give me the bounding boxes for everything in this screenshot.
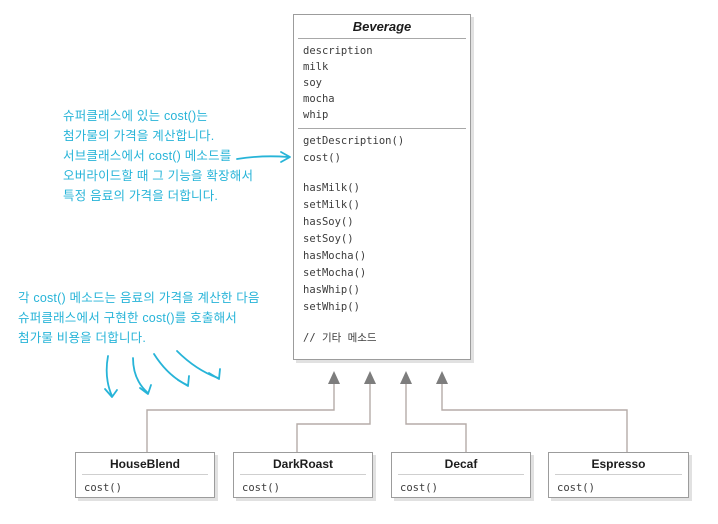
class-box-beverage: Beverage description milk soy mocha whip… bbox=[293, 14, 471, 360]
inheritance-arrowhead-icon bbox=[436, 371, 448, 384]
class-title: HouseBlend bbox=[109, 457, 180, 471]
uml-field: mocha bbox=[303, 93, 335, 105]
note-line: 첨가물 비용을 더합니다. bbox=[18, 331, 147, 345]
class-box-houseblend: HouseBlend cost() bbox=[75, 452, 215, 498]
cost-note-arrow bbox=[236, 155, 289, 160]
note-line: 특정 음료의 가격을 더합니다. bbox=[63, 189, 219, 203]
uml-method: hasMocha() bbox=[303, 250, 367, 262]
cost-note-arrowhead-icon bbox=[280, 151, 291, 163]
uml-field: soy bbox=[303, 77, 322, 89]
uml-method: cost() bbox=[557, 482, 595, 494]
note-line: 슈퍼클래스에 있는 cost()는 bbox=[63, 109, 209, 123]
uml-method: setSoy() bbox=[303, 233, 354, 245]
uml-method: hasWhip() bbox=[303, 284, 360, 296]
uml-method: setMilk() bbox=[303, 199, 360, 211]
note-line: 슈퍼클래스에서 구현한 cost()를 호출해서 bbox=[18, 311, 237, 325]
inheritance-lines bbox=[146, 384, 628, 452]
class-title: Beverage bbox=[352, 19, 412, 34]
note-line: 각 cost() 메소드는 음료의 가격을 계산한 다음 bbox=[18, 291, 260, 305]
inheritance-arrowhead-icon bbox=[364, 371, 376, 384]
connector-decaf bbox=[405, 384, 467, 452]
subclass-note-arrow-3 bbox=[153, 353, 188, 386]
accessor-methods-group: hasMilk() setMilk() hasSoy() setSoy() ha… bbox=[303, 180, 461, 316]
connector-houseblend bbox=[146, 384, 335, 452]
uml-field: whip bbox=[303, 109, 329, 121]
subclass-note-arrowhead-icon bbox=[104, 388, 118, 398]
subclass-note-arrowhead-icon bbox=[208, 368, 221, 380]
uml-method: cost() bbox=[84, 482, 122, 494]
inheritance-arrowheads bbox=[328, 371, 448, 384]
uml-method: setMocha() bbox=[303, 267, 367, 279]
uml-separator bbox=[555, 474, 682, 475]
annotation-arrows bbox=[104, 151, 291, 398]
methods-section: getDescription() cost() hasMilk() setMil… bbox=[294, 129, 470, 347]
class-box-darkroast: DarkRoast cost() bbox=[233, 452, 373, 498]
inheritance-arrowhead-icon bbox=[400, 371, 412, 384]
subclass-note-arrow-1 bbox=[105, 355, 113, 397]
subclass-note-arrow-2 bbox=[132, 357, 149, 394]
class-title: Decaf bbox=[444, 457, 478, 471]
uml-separator bbox=[398, 474, 524, 475]
uml-separator bbox=[82, 474, 208, 475]
note-line: 첨가물의 가격을 계산합니다. bbox=[63, 129, 215, 143]
uml-field: description bbox=[303, 45, 373, 57]
uml-method: getDescription() bbox=[303, 135, 405, 147]
class-box-decaf: Decaf cost() bbox=[391, 452, 531, 498]
uml-method: cost() bbox=[400, 482, 438, 494]
subclass-note-arrowhead-icon bbox=[177, 375, 190, 387]
uml-comment: // 기타 메소드 bbox=[303, 332, 377, 344]
cost-note: 슈퍼클래스에 있는 cost()는 첨가물의 가격을 계산합니다. 서브클래스에… bbox=[63, 106, 253, 206]
connector-espresso bbox=[441, 384, 628, 452]
uml-method: hasSoy() bbox=[303, 216, 354, 228]
class-title: Espresso bbox=[591, 457, 646, 471]
note-line: 오버라이드할 때 그 기능을 확장해서 bbox=[63, 169, 254, 183]
uml-separator bbox=[298, 38, 466, 39]
uml-method: setWhip() bbox=[303, 301, 360, 313]
note-line: 서브클래스에서 cost() 메소드를 bbox=[63, 149, 232, 163]
class-box-espresso: Espresso cost() bbox=[548, 452, 689, 498]
uml-method: cost() bbox=[242, 482, 280, 494]
uml-method: cost() bbox=[303, 152, 341, 164]
inheritance-arrowhead-icon bbox=[328, 371, 340, 384]
connector-darkroast bbox=[296, 384, 371, 452]
subclass-note: 각 cost() 메소드는 음료의 가격을 계산한 다음 슈퍼클래스에서 구현한… bbox=[18, 288, 260, 348]
subclass-note-arrowhead-icon bbox=[139, 384, 152, 395]
fields-section: description milk soy mocha whip bbox=[294, 39, 470, 123]
uml-method: hasMilk() bbox=[303, 182, 360, 194]
uml-separator bbox=[298, 128, 466, 129]
uml-separator bbox=[240, 474, 366, 475]
uml-field: milk bbox=[303, 61, 329, 73]
class-title: DarkRoast bbox=[272, 457, 334, 471]
